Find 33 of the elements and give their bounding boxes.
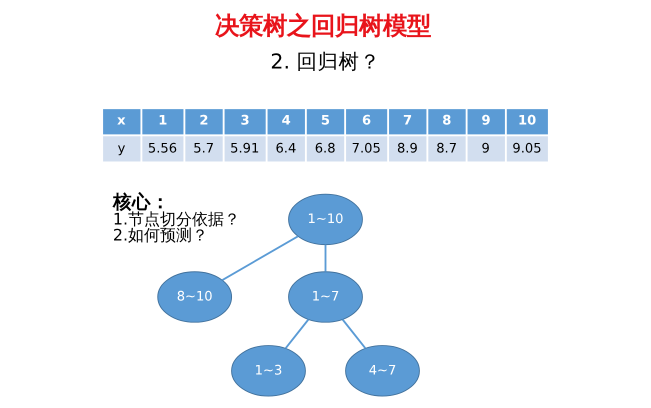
- label: 9: [482, 113, 491, 128]
- label: 10: [518, 113, 536, 128]
- label: 1: [158, 113, 168, 128]
- connector: [222, 236, 298, 281]
- connector: [324, 244, 326, 272]
- node-ellipse: 1~3: [231, 345, 306, 397]
- label: 8: [442, 113, 452, 128]
- label: 9: [482, 141, 490, 156]
- connector: [342, 318, 366, 349]
- node-ellipse: 1~10: [288, 194, 363, 246]
- label: 4: [282, 113, 291, 128]
- node-ellipse: 4~7: [345, 345, 420, 397]
- label: 8.7: [436, 141, 458, 156]
- label: 2. 回归树？: [270, 50, 381, 74]
- diagram-title: 决策树之回归树模型: [214, 11, 431, 40]
- label: 5.91: [230, 141, 260, 156]
- label: 6.8: [314, 141, 336, 156]
- label: 6: [362, 113, 372, 128]
- node-ellipse: 8~10: [157, 271, 232, 323]
- connector: [284, 318, 310, 349]
- label: 7: [403, 113, 412, 128]
- label: 8.9: [396, 141, 418, 156]
- label: 6.4: [276, 141, 296, 156]
- label: 2: [199, 113, 208, 128]
- label: 3: [240, 113, 250, 128]
- label: 5.56: [148, 141, 178, 156]
- label: 5: [320, 113, 330, 128]
- label: 9.05: [512, 141, 542, 156]
- label: y: [118, 141, 126, 156]
- label: 5.7: [193, 141, 214, 156]
- label: x: [117, 113, 126, 128]
- node-ellipse: 1~7: [288, 271, 363, 323]
- label: 7.05: [352, 141, 381, 156]
